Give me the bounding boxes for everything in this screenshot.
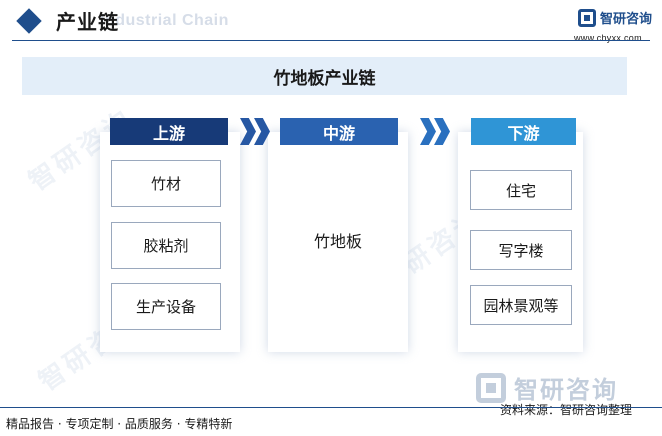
chevron-right-icon [434, 118, 450, 145]
downstream-item: 住宅 [470, 170, 572, 210]
header-subtitle-watermark: Industrial Chain [100, 12, 229, 29]
footer-brand: 智研咨询 [514, 376, 618, 404]
upstream-item: 竹材 [111, 160, 221, 207]
source-note: 资料来源：智研咨询整理 [500, 403, 633, 417]
downstream-item: 写字楼 [470, 230, 572, 270]
downstream-item: 园林景观等 [470, 285, 572, 325]
header-divider [12, 40, 650, 41]
downstream-header: 下游 [471, 118, 576, 145]
midstream-panel [268, 132, 408, 352]
midstream-item: 竹地板 [313, 232, 362, 251]
chevron-right-icon [420, 118, 436, 145]
diagram-title-banner: 竹地板产业链 [22, 57, 627, 95]
footer-divider [0, 407, 662, 408]
footer-slogan: 精品报告 · 专项定制 · 品质服务 · 专精特新 [6, 417, 233, 431]
upstream-item: 胶粘剂 [111, 222, 221, 269]
upstream-header: 上游 [110, 118, 228, 145]
brand-logo: 智研咨询 [578, 8, 652, 27]
page-title: 产业链 [56, 10, 119, 34]
chevron-right-icon [254, 118, 270, 145]
title-diamond-icon [16, 8, 42, 34]
logo-url: www.chyxx.com [574, 33, 642, 43]
logo-icon [476, 372, 506, 403]
chevron-right-icon [240, 118, 256, 145]
logo-icon [578, 8, 596, 27]
logo-name: 智研咨询 [600, 12, 653, 27]
upstream-item: 生产设备 [111, 283, 221, 330]
midstream-header: 中游 [280, 118, 398, 145]
diagram-title: 竹地板产业链 [273, 68, 376, 89]
footer-watermark-logo: 智研咨询 [476, 370, 618, 405]
